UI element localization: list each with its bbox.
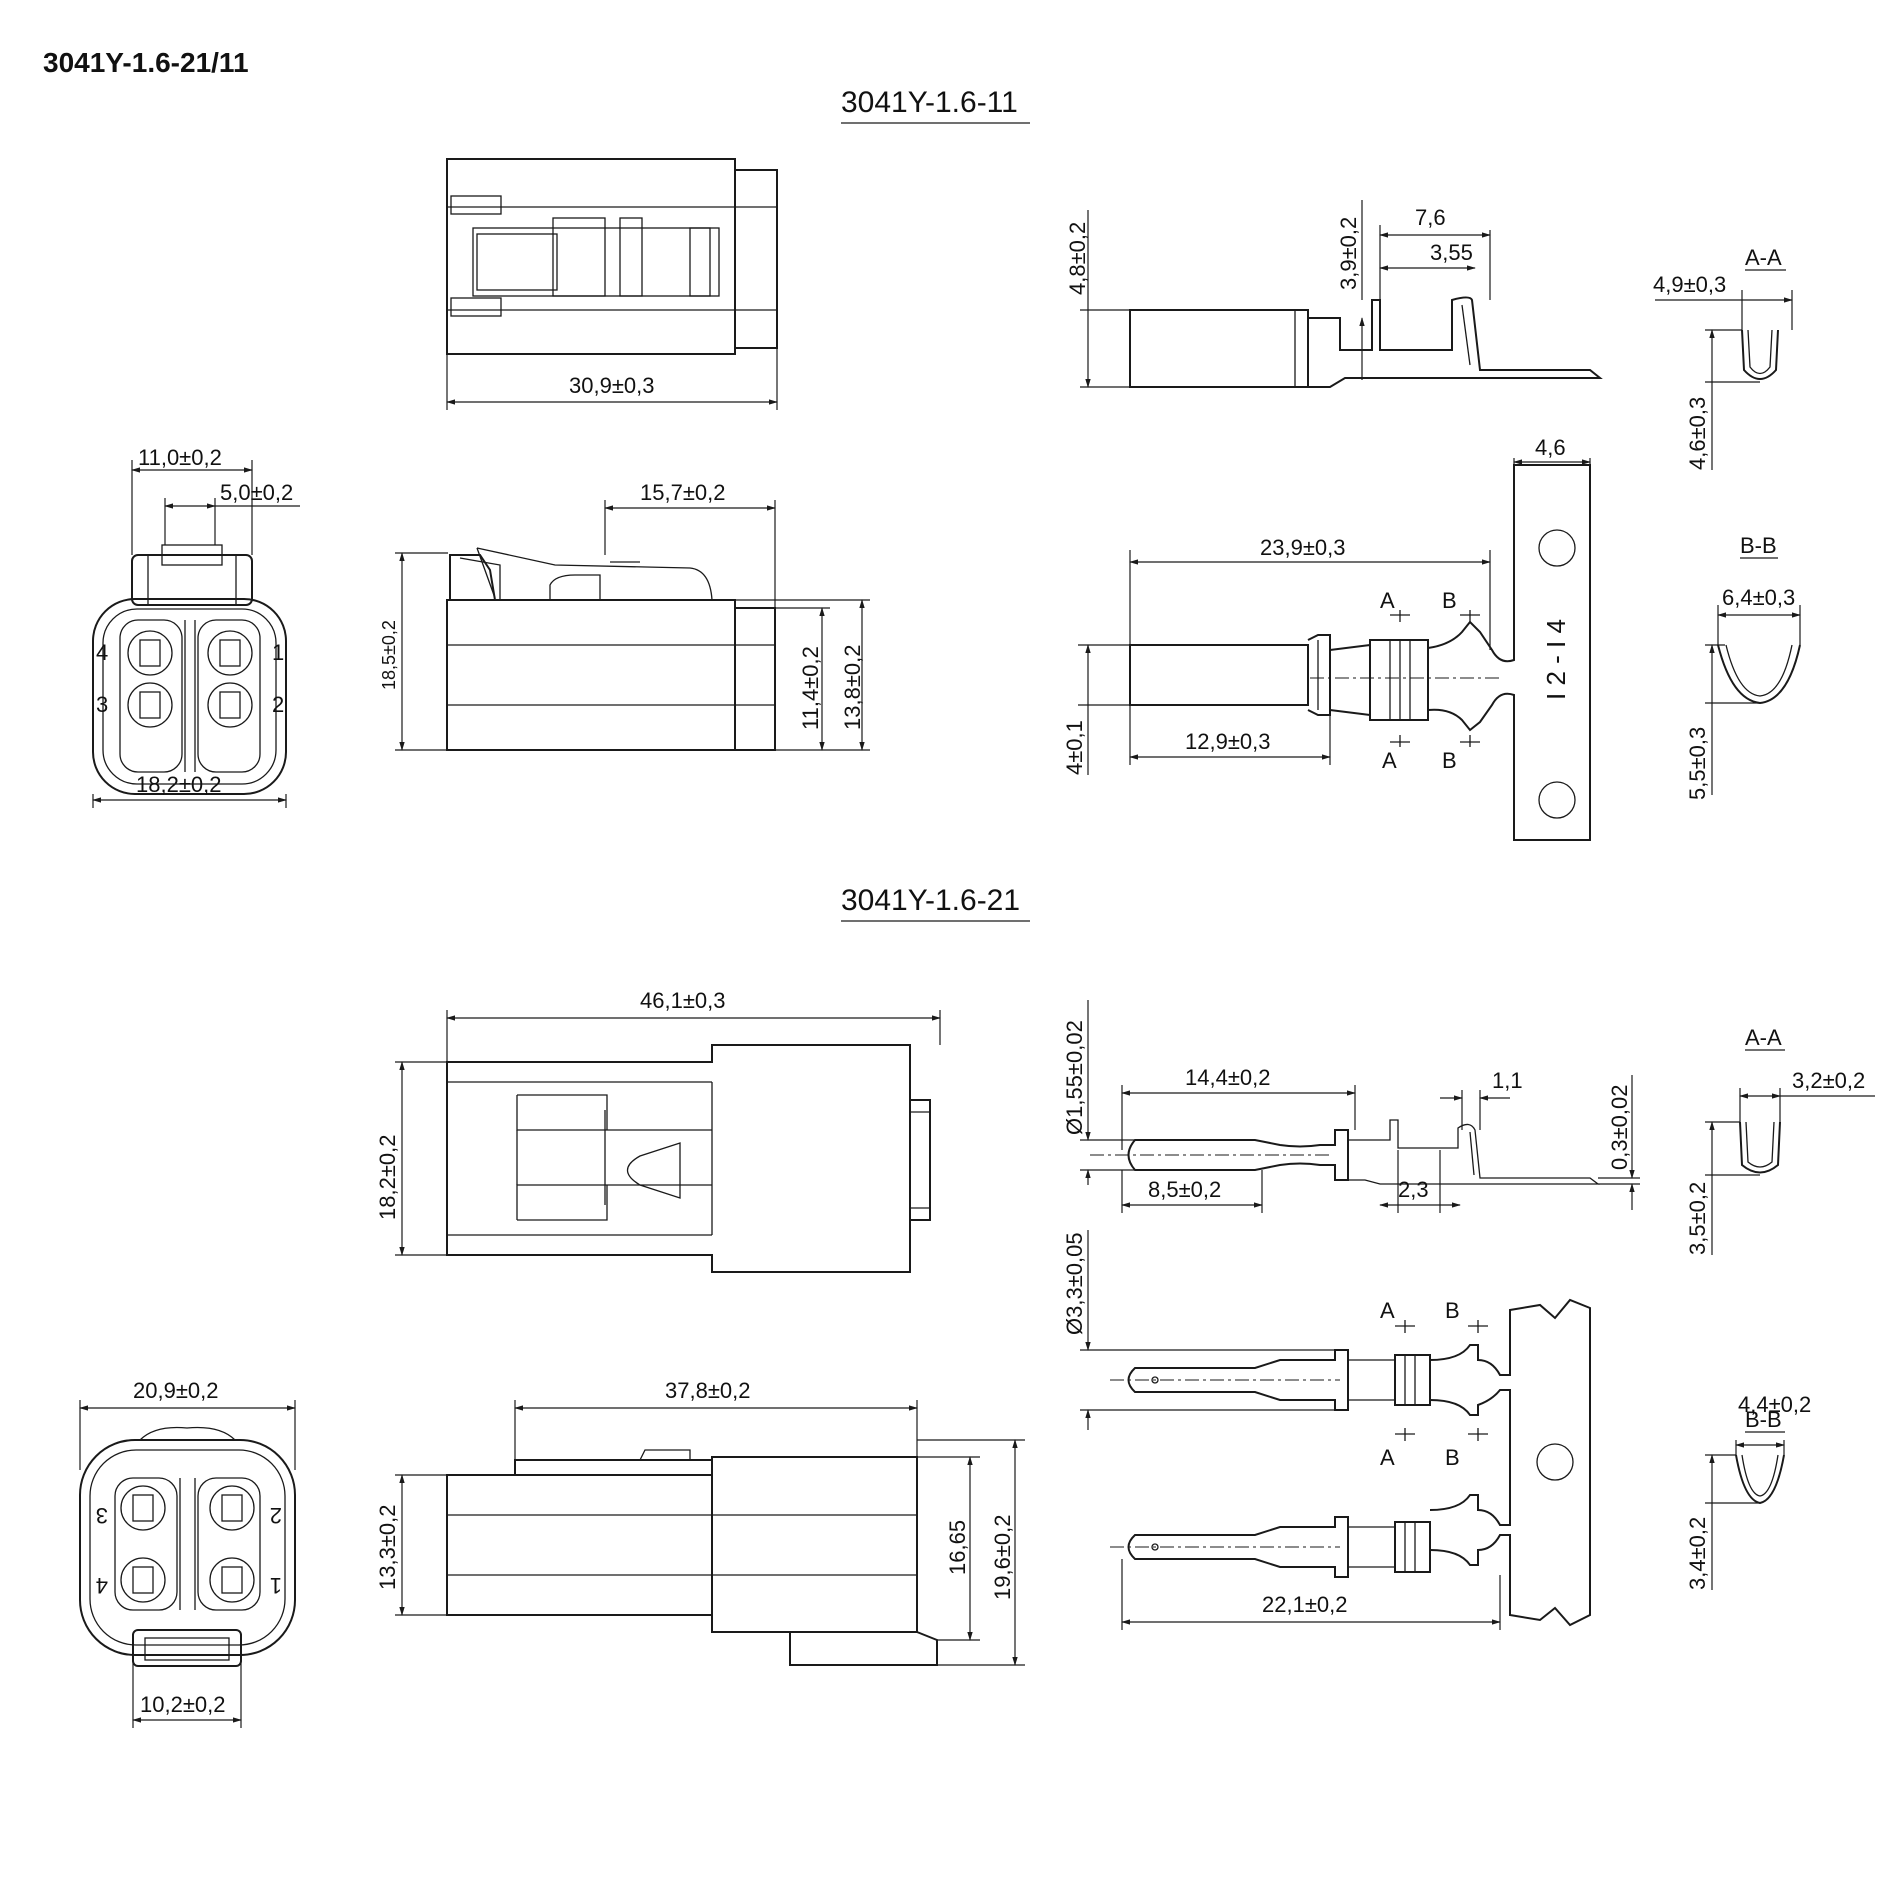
section-marker <box>1468 1428 1488 1441</box>
strip-label: I 2 - I 4 <box>1541 619 1571 700</box>
dim-label: 37,8±0,2 <box>665 1378 750 1403</box>
housing-11-top-view <box>446 158 778 355</box>
section-marker <box>1460 735 1480 747</box>
dim-label: 7,6 <box>1415 205 1446 230</box>
dim-label: 30,9±0,3 <box>569 373 654 398</box>
dim-label: 15,7±0,2 <box>640 480 725 505</box>
dim-label: 1,1 <box>1492 1068 1523 1093</box>
housing-11-front-view <box>92 544 287 795</box>
section-label: A <box>1380 588 1395 613</box>
pin-number: 4 <box>96 1573 108 1598</box>
section-label: B <box>1445 1298 1460 1323</box>
pin-number: 3 <box>96 692 108 717</box>
section-label: B <box>1442 748 1457 773</box>
section-bb-profile <box>1717 644 1801 705</box>
pin-number: 4 <box>96 640 108 665</box>
dim-label: 3,5±0,2 <box>1685 1182 1710 1255</box>
dim-label: 4,8±0,2 <box>1065 222 1090 295</box>
section-21-heading: 3041Y-1.6-21 <box>841 884 1020 917</box>
housing-21-top-view <box>446 1044 931 1273</box>
section-marker <box>1390 735 1410 747</box>
section-aa-profile <box>1741 329 1779 380</box>
dim-label: 19,6±0,2 <box>990 1515 1015 1600</box>
dim-label: 5,5±0,3 <box>1685 727 1710 800</box>
section-bb-label: B-B <box>1745 1407 1782 1432</box>
dim-label: 5,0±0,2 <box>220 480 293 505</box>
dim-label: 8,5±0,2 <box>1148 1177 1221 1202</box>
pin-number: 1 <box>272 640 284 665</box>
dim-label: 18,2±0,2 <box>136 772 221 797</box>
section-marker <box>1390 610 1410 622</box>
housing-11-side-view <box>446 547 776 751</box>
pin-number: 3 <box>96 1503 108 1528</box>
dim-label: 16,65 <box>945 1520 970 1575</box>
dim-label: 3,9±0,2 <box>1336 217 1361 290</box>
section-aa-profile <box>1739 1121 1781 1174</box>
dim-label: 3,4±0,2 <box>1685 1517 1710 1590</box>
dim-label: 20,9±0,2 <box>133 1378 218 1403</box>
dim-label: 13,3±0,2 <box>375 1505 400 1590</box>
section-aa-label: A-A <box>1745 245 1782 270</box>
terminal-21-top-view <box>1127 1298 1591 1627</box>
dim-label: 0,3±0,02 <box>1607 1085 1632 1170</box>
dim-label: 2,3 <box>1398 1177 1429 1202</box>
section-label: A <box>1382 748 1397 773</box>
section-marker <box>1395 1320 1415 1333</box>
dim-label: 6,4±0,3 <box>1722 585 1795 610</box>
section-11-heading: 3041Y-1.6-11 <box>841 86 1018 119</box>
section-label: B <box>1442 588 1457 613</box>
section-marker <box>1395 1428 1415 1441</box>
section-marker <box>1468 1320 1488 1333</box>
section-bb-label: B-B <box>1740 533 1777 558</box>
dim-label: 11,0±0,2 <box>138 445 222 470</box>
section-aa-label: A-A <box>1745 1025 1782 1050</box>
dim-label: 13,8±0,2 <box>840 645 865 730</box>
dim-label: 12,9±0,3 <box>1185 729 1270 754</box>
dim-label: 4,9±0,3 <box>1653 272 1726 297</box>
dim-label: 46,1±0,3 <box>640 988 725 1013</box>
pin-number: 2 <box>272 692 284 717</box>
terminal-21-side-view <box>1127 1119 1600 1185</box>
dim-label: 4±0,1 <box>1062 720 1087 775</box>
dim-label: 3,55 <box>1430 240 1473 265</box>
pin-number: 2 <box>270 1503 282 1528</box>
dim-label: 23,9±0,3 <box>1260 535 1345 560</box>
housing-21-side-view <box>446 1449 938 1666</box>
housing-21-front-view <box>79 1426 296 1667</box>
terminal-11-top-view <box>1129 464 1591 841</box>
section-marker <box>1460 610 1480 622</box>
dim-label: 18,5±0,2 <box>379 620 399 690</box>
section-label: B <box>1445 1445 1460 1470</box>
dim-label: 3,2±0,2 <box>1792 1068 1865 1093</box>
section-label: A <box>1380 1445 1395 1470</box>
dim-label: 22,1±0,2 <box>1262 1592 1347 1617</box>
dim-label: 14,4±0,2 <box>1185 1065 1270 1090</box>
section-label: A <box>1380 1298 1395 1323</box>
dim-label: 4,6 <box>1535 435 1566 460</box>
pin-number: 1 <box>270 1573 282 1598</box>
dim-label: 4,6±0,3 <box>1685 397 1710 470</box>
dim-label: 11,4±0,2 <box>798 646 823 730</box>
terminal-11-side-view <box>1129 296 1603 388</box>
dim-label: 4,4±0,2 <box>1738 1392 1811 1417</box>
dim-label: 10,2±0,2 <box>140 1692 225 1717</box>
dim-label: Ø1,55±0,02 <box>1062 1020 1087 1135</box>
document-title: 3041Y-1.6-21/11 <box>43 47 249 78</box>
dim-label: 18,2±0,2 <box>375 1135 400 1220</box>
dim-label: Ø3,3±0,05 <box>1062 1232 1087 1335</box>
